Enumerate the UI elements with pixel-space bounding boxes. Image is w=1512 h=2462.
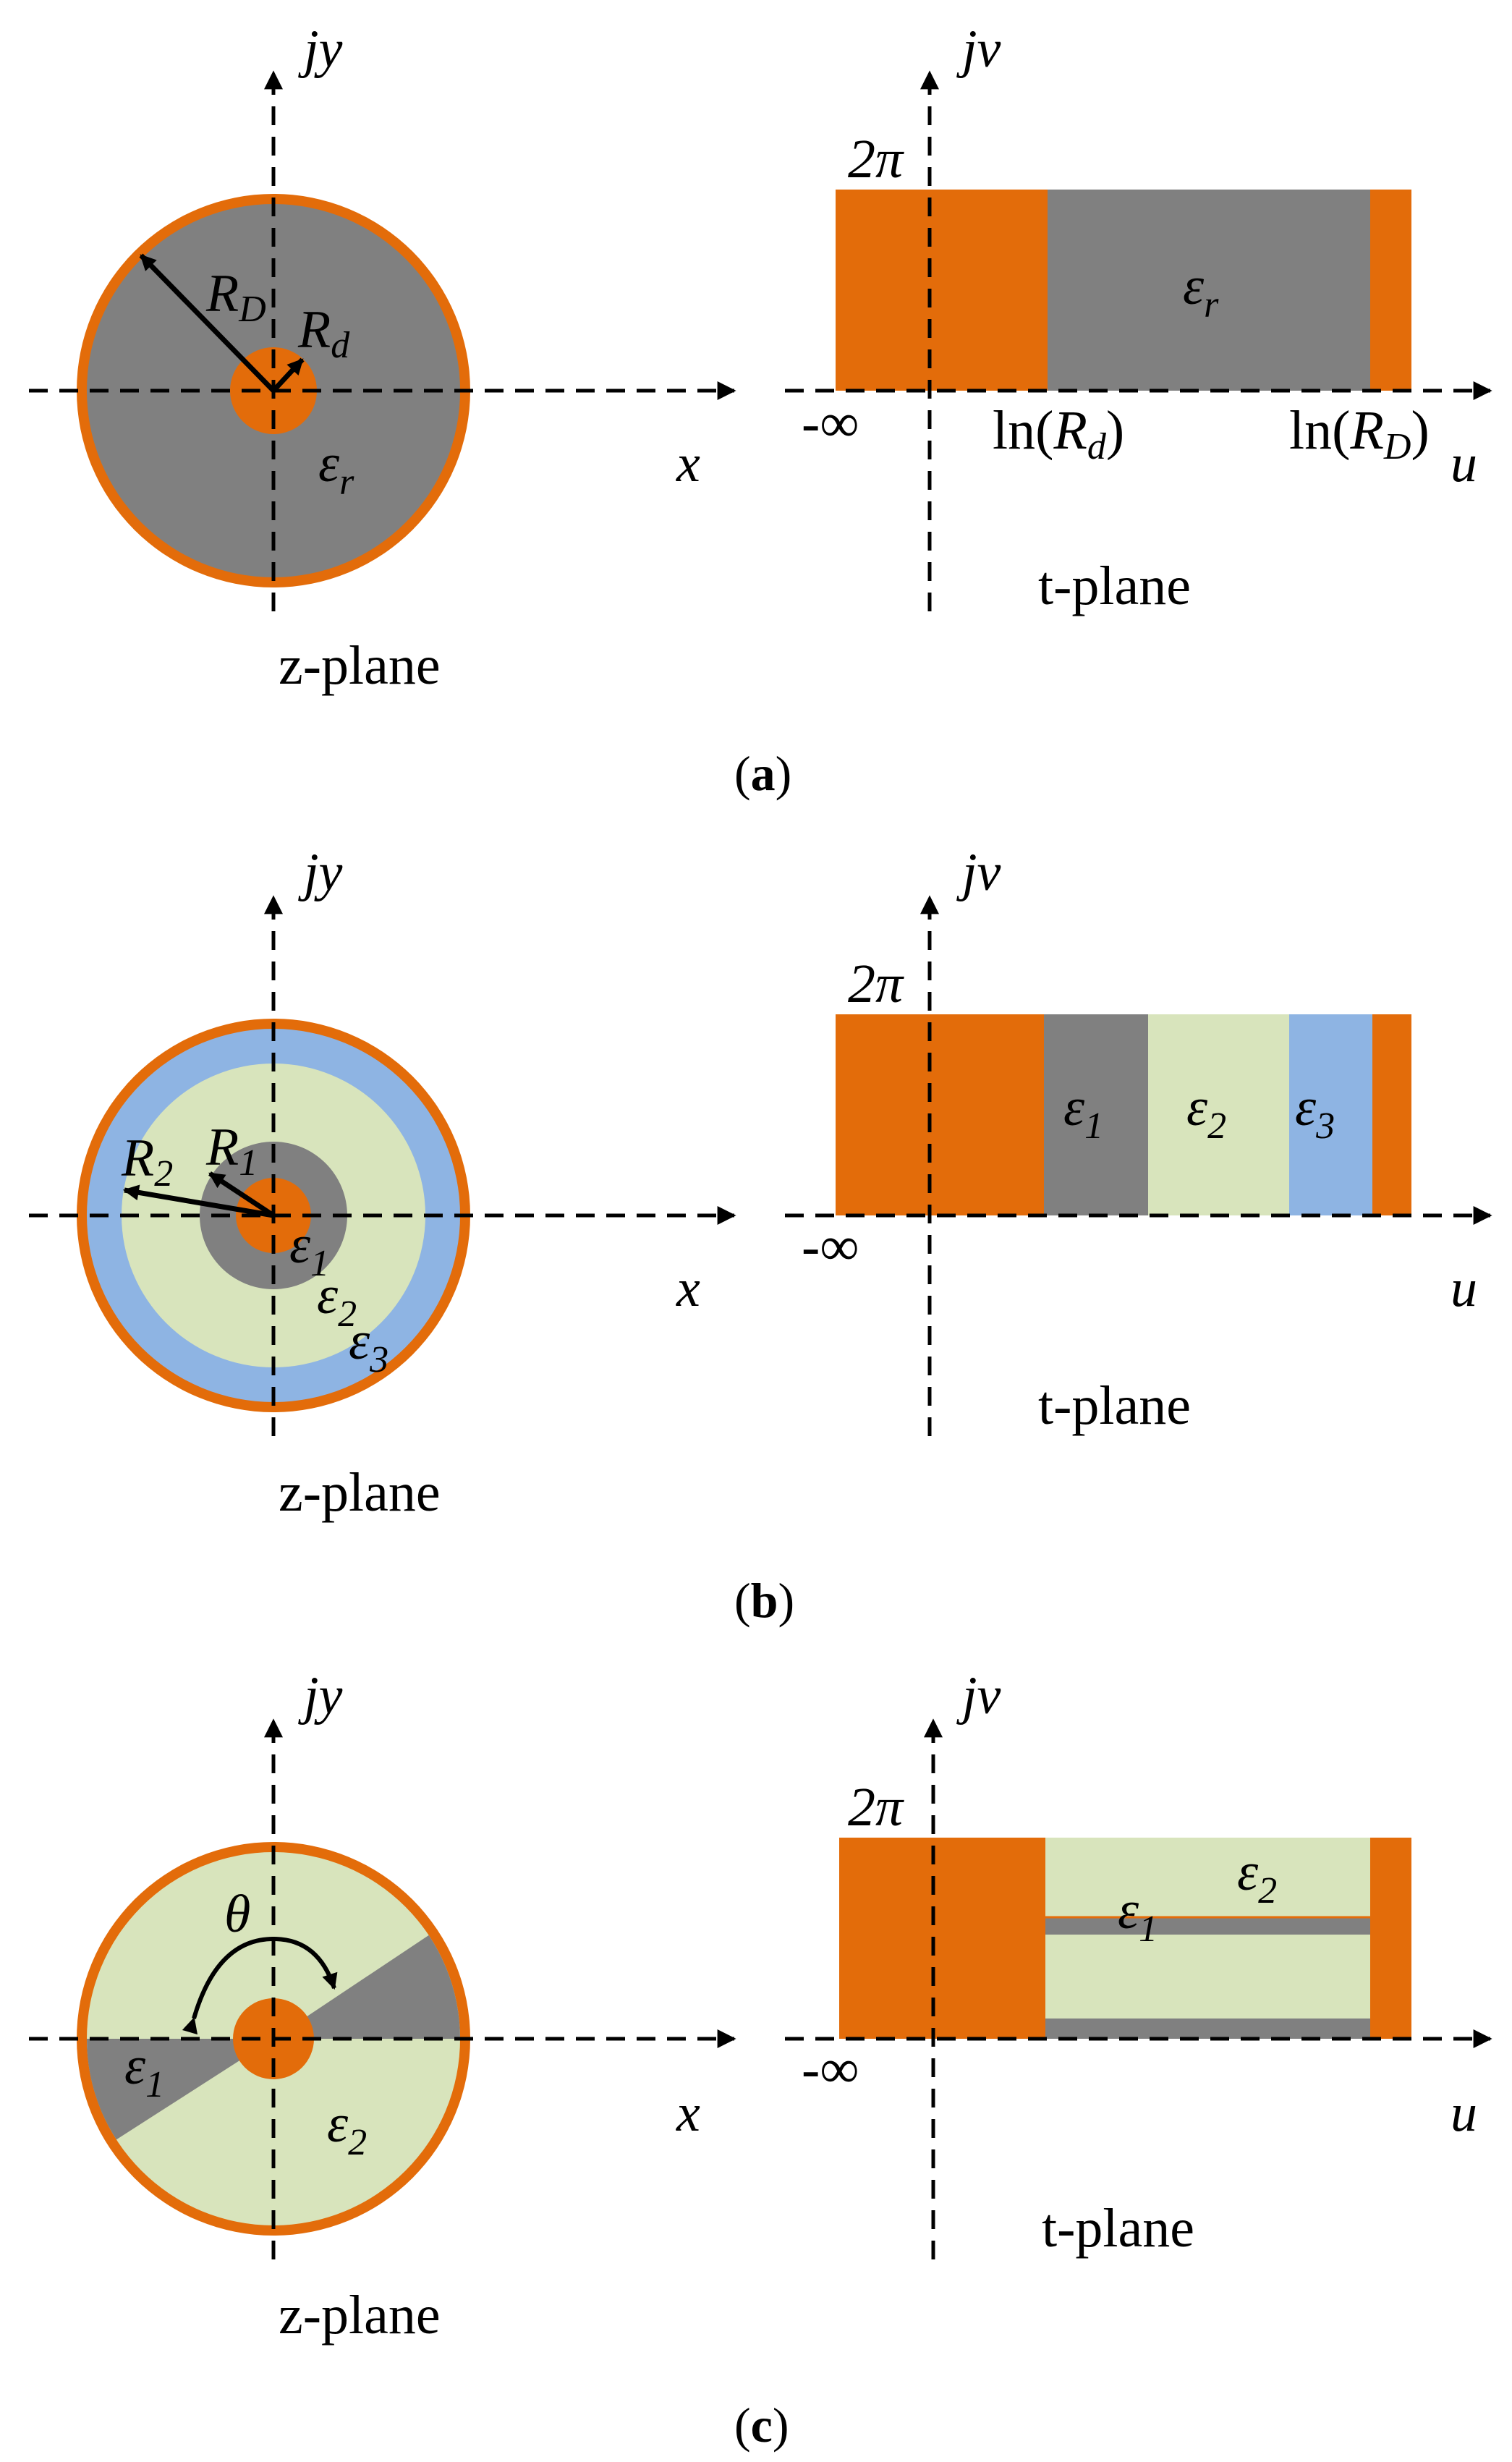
panel-c-t-plane: jv u 2π -∞ ε1 ε2 t-plane [785,1666,1492,2259]
t-plane-label: t-plane [1042,2198,1194,2259]
eps1-wedge-lower [87,2039,273,2163]
t-eps3-strip [1289,1014,1372,1215]
t-eps1-label: ε1 [1063,1078,1103,1147]
R1-label: R1 [205,1118,258,1184]
z-plane-label: z-plane [279,1462,441,1523]
ln-Rd-label: ln(Rd) [993,400,1124,467]
radius-R1-arrow [208,1171,275,1218]
theta-label: θ [224,1885,250,1944]
t-eps2-strip [1148,1014,1289,1215]
z-jy-label: jy [298,20,343,79]
t-eps1-label: ε1 [1118,1881,1158,1950]
t-conductor-left [839,1838,1045,2039]
Rd-label: Rd [297,300,350,366]
t-eps1-strip-lower [1045,2019,1370,2039]
panel-a-z-plane: jy x RD Rd εr z-plane [29,20,736,696]
t-eps3-label: ε3 [1295,1078,1335,1147]
t-jv-label: jv [956,20,1001,79]
panel-a-t-plane: jv u 2π -∞ ln(Rd) ln(RD) εr t-plane [785,20,1492,616]
z-jy-label: jy [298,1666,343,1725]
caption-c: (c) [734,2398,789,2453]
t-jv-label: jv [956,843,1001,902]
RD-label: RD [205,264,266,330]
caption-a: (a) [734,746,791,801]
caption-b: (b) [734,1573,794,1628]
two-pi-label: 2π [848,1777,904,1838]
t-plane-label: t-plane [1038,1375,1191,1436]
panel-c-z-plane: jy x θ ε1 ε2 z-plane [29,1666,736,2346]
eps-r-label: εr [318,434,354,503]
t-u-label: u [1451,434,1477,493]
t-eps2-region [1045,1838,1370,2039]
radius-RD-arrow [139,253,276,393]
ln-RD-label: ln(RD) [1289,400,1430,467]
panel-b-z-plane: jy x R2 R1 ε1 ε2 ε3 z-plane [29,843,736,1523]
panel-c: jy x θ ε1 ε2 z-plane jv u 2π -∞ ε1 ε2 t-… [29,1666,1492,2453]
t-conductor-right [1372,1014,1411,1215]
minus-infinity-label: -∞ [802,393,859,454]
eps1-label: ε1 [124,2037,164,2105]
two-pi-label: 2π [848,129,904,190]
t-conductor-left [836,190,1048,391]
R2-label: R2 [121,1129,173,1194]
t-eps2-label: ε2 [1237,1843,1277,1911]
panel-b-t-plane: jv u 2π -∞ ε1 ε2 ε3 t-plane [785,843,1492,1436]
t-eps1-strip [1044,1014,1148,1215]
t-jv-label: jv [956,1666,1001,1725]
t-conductor-right [1370,190,1411,391]
t-eps2-label: ε2 [1186,1078,1226,1147]
radius-Rd-arrow [271,357,305,393]
eps1-label: ε1 [289,1215,329,1284]
z-plane-label: z-plane [279,635,441,696]
z-x-label: x [676,1259,700,1318]
radius-R2-arrow [122,1184,274,1218]
t-plane-label: t-plane [1038,556,1191,616]
t-eps1-strip-upper [1045,1917,1370,1935]
t-conductor-left [836,1014,1044,1215]
two-pi-label: 2π [848,954,904,1014]
eps2-label: ε2 [327,2094,367,2163]
z-x-label: x [676,2084,700,2143]
t-u-label: u [1451,1259,1477,1318]
z-x-label: x [676,434,700,493]
t-u-label: u [1451,2084,1477,2143]
t-conductor-right [1370,1838,1411,2039]
theta-arc-arrow [182,1936,338,2035]
eps2-label: ε2 [317,1266,357,1335]
minus-infinity-label: -∞ [802,2039,859,2100]
minus-infinity-label: -∞ [802,1216,859,1277]
t-dielectric-r [1048,190,1370,391]
z-plane-label: z-plane [279,2285,441,2346]
eps1-wedge [87,1917,460,2170]
eps3-label: ε3 [349,1312,388,1380]
z-jy-label: jy [298,843,343,902]
panel-b: jy x R2 R1 ε1 ε2 ε3 z-plane jv u 2π -∞ ε… [29,843,1492,1628]
t-eps-r-label: εr [1183,257,1219,326]
panel-a: jy x RD Rd εr z-plane jv u 2π -∞ ln(Rd) … [29,20,1492,801]
